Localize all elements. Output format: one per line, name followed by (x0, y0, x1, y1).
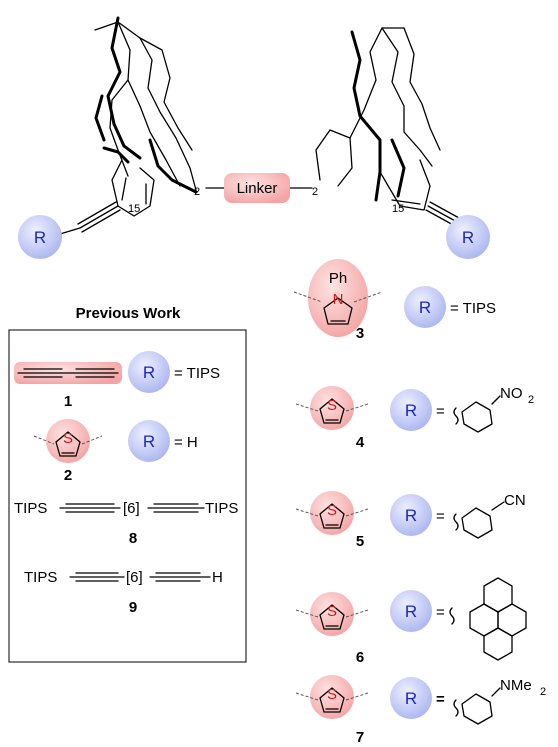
svg-text:[6]: [6] (126, 569, 143, 586)
compound-number: 9 (129, 599, 137, 616)
svg-text:2: 2 (540, 686, 546, 698)
compound-number: 1 (64, 393, 72, 410)
wavy-bond (449, 607, 455, 625)
svg-text:NO: NO (500, 385, 523, 402)
r-label: R (34, 228, 46, 247)
svg-text:= TIPS: = TIPS (174, 365, 220, 382)
svg-text:Ph: Ph (329, 270, 347, 287)
position-15-right: 15 (392, 203, 404, 215)
compound-5: S 5 R = CN (295, 491, 526, 550)
svg-text:N: N (333, 291, 344, 308)
left-r-circle: R (18, 215, 62, 259)
svg-text:S: S (327, 603, 337, 620)
svg-text:2: 2 (528, 394, 534, 406)
svg-text:= TIPS: = TIPS (450, 300, 496, 317)
svg-text:R: R (405, 401, 417, 420)
svg-text:= H: = H (174, 434, 198, 451)
svg-text:S: S (327, 397, 337, 414)
compound-7: S 7 R = NMe 2 (295, 675, 546, 746)
position-15-left: 15 (128, 203, 140, 215)
svg-text:R: R (143, 432, 155, 451)
svg-text:R: R (405, 506, 417, 525)
svg-text:CN: CN (504, 492, 526, 509)
right-helicene (315, 27, 471, 233)
compound-3: Ph N 3 R = TIPS (293, 259, 496, 342)
svg-text:[6]: [6] (123, 500, 140, 517)
compound-number: 6 (356, 649, 364, 666)
svg-text:R: R (419, 298, 431, 317)
position-2-left: 2 (194, 186, 200, 198)
svg-text:TIPS: TIPS (14, 500, 47, 517)
left-helicene (59, 16, 198, 235)
position-2-right: 2 (312, 186, 318, 198)
compound-number: 7 (356, 729, 364, 746)
svg-text:S: S (327, 502, 337, 519)
right-r-circle: R (446, 215, 490, 259)
svg-text:R: R (405, 689, 417, 708)
svg-text:=: = (436, 691, 445, 708)
r-label: R (462, 228, 474, 247)
entry-2: S R = H 2 (33, 419, 198, 484)
svg-text:R: R (143, 363, 155, 382)
compound-4: S 4 R = NO 2 (295, 385, 534, 451)
linker-box: Linker (205, 173, 313, 203)
svg-text:NMe: NMe (500, 677, 532, 694)
svg-text:=: = (436, 403, 445, 420)
svg-text:H: H (212, 569, 223, 586)
svg-text:S: S (327, 686, 337, 703)
svg-text:=: = (436, 508, 445, 525)
compound-number: 2 (64, 467, 72, 484)
entry-1: R = TIPS 1 (14, 351, 220, 410)
entry-8: TIPS [6] TIPS 8 (14, 500, 238, 547)
svg-text:=: = (436, 604, 445, 621)
compound-number: 3 (356, 325, 364, 342)
compound-number: 5 (356, 533, 364, 550)
svg-text:S: S (63, 430, 73, 447)
linker-label: Linker (237, 180, 278, 197)
svg-text:R: R (405, 602, 417, 621)
compound-number: 8 (129, 530, 137, 547)
svg-text:TIPS: TIPS (205, 500, 238, 517)
svg-text:TIPS: TIPS (24, 569, 57, 586)
entry-9: TIPS [6] H 9 (24, 569, 223, 616)
compound-number: 4 (356, 434, 365, 451)
previous-work-title: Previous Work (76, 305, 181, 322)
pyrene-group (469, 577, 527, 661)
compound-6: S 6 R = (295, 577, 527, 666)
previous-work-box (8, 329, 247, 663)
